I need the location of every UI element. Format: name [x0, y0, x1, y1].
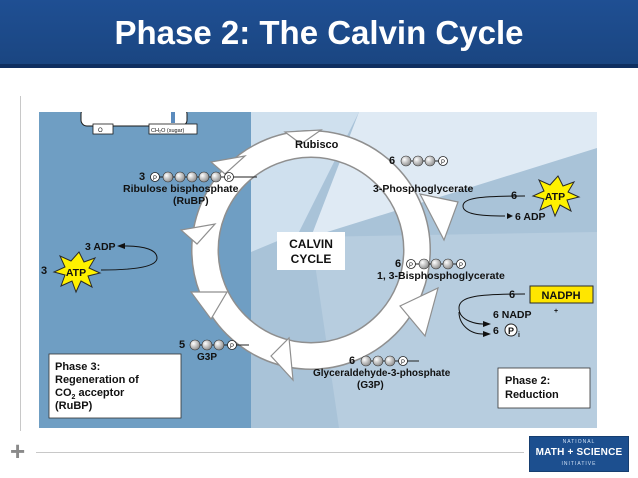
nadp-sup: +	[554, 308, 558, 315]
pi-arrow	[458, 311, 484, 335]
header-background	[0, 0, 638, 68]
rubp-count: 3	[139, 171, 145, 183]
bpg-count: 6	[395, 258, 401, 270]
cycle-ring	[192, 131, 430, 369]
phase3-title: Phase 3:	[55, 361, 100, 373]
sugar-box	[148, 123, 198, 135]
g3p-left-count: 5	[179, 339, 185, 351]
pga-label: 3-Phosphoglycerate	[373, 183, 474, 195]
atp-right-arrow	[462, 195, 526, 217]
plus-icon: +	[10, 436, 26, 466]
bpg-molecule: P P	[406, 258, 466, 270]
left-vertical-rule	[20, 96, 21, 431]
rubp-label: Ribulose bisphosphate	[123, 183, 239, 195]
phase2-title: Phase 2:	[505, 375, 550, 387]
svg-text:P: P	[441, 160, 445, 166]
g3p-bottom-abbr: (G3P)	[357, 380, 384, 391]
nadph-arrowhead-1	[483, 321, 491, 327]
ring-arrow-right-bottom	[399, 286, 439, 338]
ring-arrow-left-top	[209, 155, 247, 175]
nadph-box	[529, 285, 594, 304]
ring-arrow-right-top	[418, 193, 459, 242]
center-label-line2: CYCLE	[291, 252, 332, 266]
svg-text:P: P	[230, 344, 234, 350]
atp-left-star-icon	[52, 251, 102, 294]
svg-text:P: P	[153, 176, 157, 182]
rubp-molecule: P P	[150, 171, 257, 183]
o2-box	[92, 123, 114, 135]
nadp-label: 6 NADP	[493, 309, 532, 321]
diagram-svg: O CH₂O (sugar) CALVIN CYCLE Rubisco 6 P …	[39, 107, 597, 428]
logo-line2: MATH + SCIENCE	[535, 447, 623, 458]
pi-circle	[504, 323, 518, 337]
calvin-cycle-diagram: O CH₂O (sugar) CALVIN CYCLE Rubisco 6 P …	[39, 107, 597, 428]
phase3-line2: Regeneration of	[55, 374, 139, 386]
center-label-box	[277, 232, 345, 270]
phase3-co-sub: 2	[72, 394, 76, 401]
pi-count: 6	[493, 325, 499, 337]
bottom-horizontal-rule	[36, 452, 524, 453]
g3p-bottom-label: Glyceraldehyde-3-phosphate	[313, 368, 451, 379]
svg-text:P: P	[401, 360, 405, 366]
phase2-box	[497, 367, 591, 409]
phase3-co: CO	[55, 387, 72, 399]
atp-left-count: 3	[41, 265, 47, 277]
ring-arrow-left	[179, 223, 217, 245]
phase3-line3: CO2 acceptor	[55, 387, 125, 401]
nadph-label: NADPH	[541, 290, 580, 302]
adp-left-label: 3 ADP	[85, 241, 116, 253]
atp-right-arrowhead	[507, 213, 513, 219]
g3p-left-label: G3P	[197, 352, 217, 363]
g3p-bottom-count: 6	[349, 355, 355, 367]
ring-arrow-left-bottom	[189, 291, 229, 321]
atp-left-arrow	[100, 245, 158, 271]
logo-line1: NATIONAL	[562, 439, 596, 445]
phase3-box	[48, 353, 182, 419]
pi-label: P	[508, 326, 514, 336]
nadph-arrowhead-2	[483, 331, 491, 337]
ring-arrow-bottom	[270, 336, 294, 382]
logo-line3: INITIATIVE	[561, 461, 597, 467]
center-label-line1: CALVIN	[289, 237, 333, 251]
svg-text:P: P	[459, 263, 463, 269]
nadph-arrow	[458, 293, 526, 325]
pi-sub: i	[518, 332, 520, 339]
rubisco-label: Rubisco	[295, 139, 339, 151]
g3p-left-molecule: P	[189, 339, 249, 351]
o2-label: O	[98, 128, 103, 134]
phase2-subtitle: Reduction	[505, 389, 559, 401]
pga-molecule: P	[400, 155, 448, 167]
ring-arrow-top	[283, 129, 324, 145]
pga-count: 6	[389, 155, 395, 167]
phase3-acceptor: acceptor	[75, 387, 125, 399]
adp-right-label: 6 ADP	[515, 211, 546, 223]
svg-text:P: P	[227, 176, 231, 182]
slide-title: Phase 2: The Calvin Cycle	[114, 14, 524, 51]
atp-left-arrowhead	[117, 243, 125, 249]
right-light-wedge	[311, 112, 597, 237]
nms-logo: NATIONAL MATH + SCIENCE INITIATIVE	[529, 436, 629, 472]
sugar-label: CH₂O (sugar)	[151, 128, 184, 134]
svg-text:P: P	[409, 263, 413, 269]
bpg-label: 1, 3-Bisphosphoglycerate	[377, 270, 505, 282]
nadph-count: 6	[509, 289, 515, 301]
atp-right-star-icon	[531, 175, 581, 218]
header-rule	[0, 64, 638, 68]
phase3-line4: (RuBP)	[55, 400, 93, 412]
header-bar: Phase 2: The Calvin Cycle	[0, 0, 638, 68]
atp-right-label: ATP	[545, 191, 565, 203]
g3p-bottom-molecule: P	[360, 355, 419, 367]
atp-left-label: ATP	[66, 267, 86, 279]
rubp-abbr: (RuBP)	[173, 195, 209, 207]
